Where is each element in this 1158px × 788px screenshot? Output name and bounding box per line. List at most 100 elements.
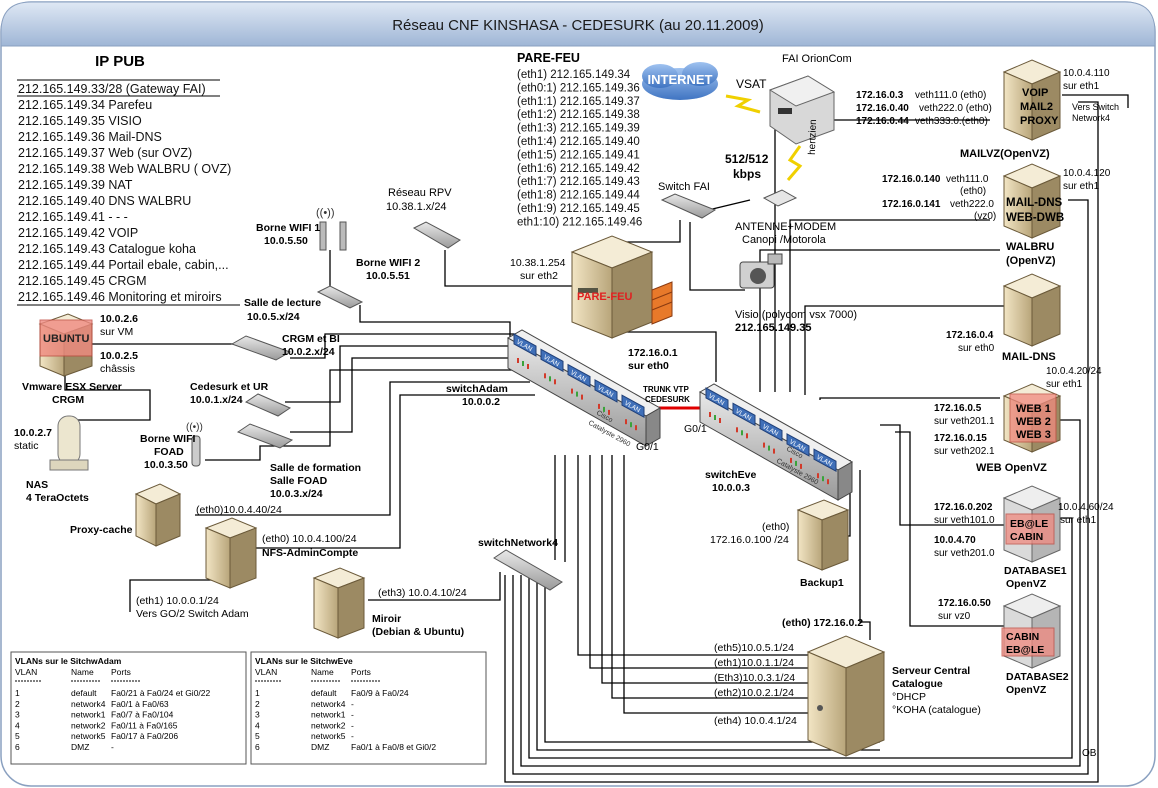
db1-box-2: CABIN xyxy=(1010,531,1043,543)
vlan-ports: Fa0/7 à Fa0/104 xyxy=(111,710,174,720)
vlan-ports: - xyxy=(351,699,354,709)
switch-eve-led xyxy=(795,460,797,466)
switch-adam-led xyxy=(630,422,632,428)
ip-pub-entry: 212.165.149.39 NAT xyxy=(18,178,133,192)
ip-pub-entry: 212.165.149.40 DNS WALBRU xyxy=(18,194,191,208)
switch-cedesurk xyxy=(244,393,292,417)
rpv-label: Réseau RPV xyxy=(388,187,452,199)
firewall-eth2-ip: 10.38.1.254 xyxy=(510,257,566,269)
db1-if-2: sur veth201.0 xyxy=(934,548,995,559)
antenna-label: ANTENNE+MODEM xyxy=(735,221,836,233)
web-ip-2: 172.16.0.15 xyxy=(934,433,987,444)
svg-text:((•)): ((•)) xyxy=(316,207,335,219)
nas-label: NAS xyxy=(26,479,48,491)
firewall-eth0-ip: 172.16.0.1 xyxy=(628,347,678,359)
proxy-label: Proxy-cache xyxy=(70,524,133,536)
db2-name-2: OpenVZ xyxy=(1006,684,1047,696)
visio-ip: 212.165.149.35 xyxy=(735,322,811,334)
central-eth0: (eth0) 172.16.0.2 xyxy=(782,617,863,629)
db2-box-2: EB@LE xyxy=(1006,644,1044,656)
vlan-name: default xyxy=(71,688,97,698)
author-initials: OB xyxy=(1082,748,1097,759)
wifi-ap-1-icon: ((•)) xyxy=(316,207,347,251)
switch-adam-led xyxy=(576,391,578,397)
central-label-2: Catalogue xyxy=(892,678,943,690)
firewall-eth2-label: sur eth2 xyxy=(520,270,558,282)
switch-adam-led xyxy=(517,358,519,363)
vmware-ip-chassis-label: châssis xyxy=(100,363,135,375)
rpv-net: 10.38.1.x/24 xyxy=(386,201,447,213)
speed-label: 512/512 xyxy=(725,152,769,166)
cedesurk-label: Cedesurk et UR xyxy=(190,381,269,393)
switch-adam-led xyxy=(581,394,583,400)
walbru-vz: (vz0) xyxy=(974,211,996,222)
switch-adam-port xyxy=(513,333,537,357)
switch-eve-led xyxy=(827,479,829,485)
web-eth-right: sur eth1 xyxy=(1046,379,1083,390)
title-bar xyxy=(0,1,1156,47)
switch-network4 xyxy=(493,549,563,591)
vlan-id: 3 xyxy=(15,710,20,720)
voip-vers-2: Network4 xyxy=(1072,113,1110,123)
miroir-os: (Debian & Ubuntu) xyxy=(372,626,464,638)
fai-label: FAI OrionCom xyxy=(782,53,852,65)
voip-box-3: PROXY xyxy=(1020,115,1059,127)
db2-name: DATABASE2 xyxy=(1006,671,1069,683)
switch-adam-port xyxy=(540,348,564,373)
voip-box-1: VOIP xyxy=(1022,87,1048,99)
vlan-id: 5 xyxy=(15,731,20,741)
central-eth5: (eth5)10.0.5.1/24 xyxy=(714,642,794,654)
miroir-ip: (eth3) 10.0.4.10/24 xyxy=(378,587,467,599)
parefeu-entry: (eth1:3) 212.165.149.39 xyxy=(517,123,640,135)
central-eth4: (eth4) 10.0.4.1/24 xyxy=(714,715,797,727)
svg-text:((•)): ((•)) xyxy=(186,422,203,433)
nas-ip: 10.0.2.7 xyxy=(14,427,52,439)
switch-eve-led xyxy=(768,445,770,451)
nas-icon xyxy=(49,415,89,471)
switch-eve-port xyxy=(813,448,837,473)
proxy-ip: (eth0)10.0.4.40/24 xyxy=(196,504,282,516)
vlan-ports: - xyxy=(351,731,354,741)
ip-pub-entry: 212.165.149.45 CRGM xyxy=(18,274,147,288)
switch-adam-led xyxy=(603,406,605,412)
voip-ip-3: 172.16.0.44 xyxy=(856,116,909,127)
switch-eve-port xyxy=(732,402,756,427)
parefeu-entry: (eth1:5) 212.165.149.41 xyxy=(517,149,640,161)
voip-name: MAILVZ(OpenVZ) xyxy=(960,148,1050,160)
ip-pub-entry: 212.165.149.41 - - - xyxy=(18,210,128,224)
maildns-name: MAIL-DNS xyxy=(1002,351,1056,363)
switch-eve-led xyxy=(790,457,792,463)
backup-eth: (eth0) xyxy=(762,521,789,533)
connection-lines xyxy=(64,94,1129,783)
vlan-name: network1 xyxy=(311,710,346,720)
switch-adam-led xyxy=(554,379,556,385)
backup-label: Backup1 xyxy=(800,577,844,589)
switch-adam-led xyxy=(625,419,627,425)
walbru-server xyxy=(1002,163,1062,239)
vlan-table-title: VLANs sur le SitchwAdam xyxy=(15,656,122,666)
voip-if-1: veth111.0 (eth0) xyxy=(915,90,986,101)
proxy-server xyxy=(134,483,182,547)
voip-eth-right: sur eth1 xyxy=(1063,81,1100,92)
ip-pub-entry: 212.165.149.43 Catalogue koha xyxy=(18,242,196,256)
db1-name: DATABASE1 xyxy=(1004,565,1067,577)
vlan-id: 6 xyxy=(15,742,20,752)
walbru-name: WALBRU xyxy=(1006,241,1054,253)
svg-text:INTERNET: INTERNET xyxy=(648,72,713,87)
foad-label: Borne WIFI xyxy=(140,433,195,445)
central-label: Serveur Central xyxy=(892,665,970,677)
switch-crgm xyxy=(230,335,292,361)
central-koha: °KOHA (catalogue) xyxy=(892,704,981,716)
database1-server xyxy=(1002,485,1062,563)
switch-eve-port: G0/1 xyxy=(684,423,707,435)
vlan-name: network4 xyxy=(311,699,346,709)
switch-adam-port xyxy=(594,379,618,403)
switch-fai-label: Switch FAI xyxy=(658,181,710,193)
db1-if-1: sur veth101.0 xyxy=(934,515,995,526)
vlan-name: network1 xyxy=(71,710,106,720)
maildns-server xyxy=(1002,273,1062,347)
vlan-name: network2 xyxy=(71,720,106,730)
db1-box-1: EB@LE xyxy=(1010,518,1048,530)
vmware-name-2: CRGM xyxy=(52,394,84,406)
vlan-table-header: Name xyxy=(311,667,334,677)
